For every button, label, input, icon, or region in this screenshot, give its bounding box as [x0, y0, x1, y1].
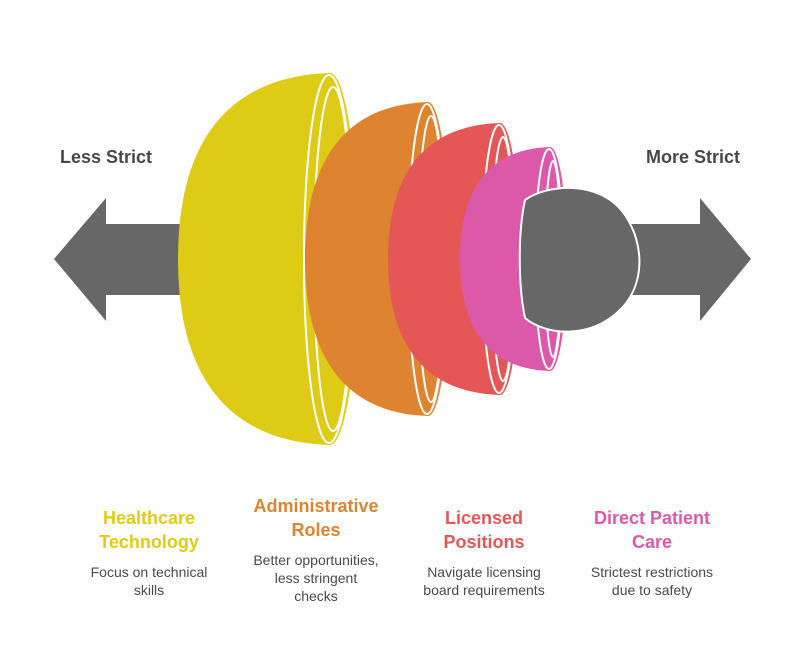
stage-description-line: board requirements: [423, 582, 545, 598]
stage-title: Healthcare Technology: [64, 506, 234, 554]
stage-description: Focus on technical skills: [64, 563, 234, 599]
stage-title-line: Technology: [99, 532, 199, 552]
stage-title: Administrative Roles: [231, 494, 401, 542]
core-sphere: [518, 187, 641, 333]
stage-description-line: checks: [294, 588, 338, 604]
stage-title-line: Direct Patient: [593, 508, 711, 528]
stage-direct-patient-care: Direct Patient Care Strictest restrictio…: [567, 506, 737, 599]
stage-description-line: Better opportunities,: [253, 552, 379, 568]
stage-description: Strictest restrictions due to safety: [567, 563, 737, 599]
stage-title-line: Administrative: [253, 496, 379, 516]
stage-description: Navigate licensing board requirements: [399, 563, 569, 599]
right-arrow-icon: [620, 198, 751, 321]
more-strict-label: More Strict: [646, 147, 741, 167]
stage-description-line: Focus on technical: [90, 564, 208, 580]
stage-title-line: Roles: [291, 520, 341, 540]
stage-title-line: Healthcare: [102, 508, 196, 528]
stage-description-line: less stringent: [274, 570, 358, 586]
stage-title: Direct Patient Care: [567, 506, 737, 554]
stage-title-line: Licensed: [444, 508, 524, 528]
stage-description-line: due to safety: [611, 582, 693, 598]
left-arrow-icon: [54, 198, 182, 321]
core-sphere-shape: [518, 187, 641, 333]
stage-title-line: Care: [631, 532, 673, 552]
cup-body: [388, 123, 500, 395]
stage-description-line: skills: [133, 582, 165, 598]
stage-licensed-positions: Licensed Positions Navigate licensing bo…: [399, 506, 569, 599]
stage-healthcare-technology: Healthcare Technology Focus on technical…: [64, 506, 234, 599]
stage-administrative-roles: Administrative Roles Better opportunitie…: [231, 494, 401, 605]
cup-body: [178, 73, 330, 445]
stage-description-line: Strictest restrictions: [590, 564, 714, 580]
stage-description: Better opportunities, less stringent che…: [231, 551, 401, 605]
less-strict-label: Less Strict: [60, 147, 153, 167]
stage-title: Licensed Positions: [399, 506, 569, 554]
stage-title-line: Positions: [443, 532, 525, 552]
stage-description-line: Navigate licensing: [427, 564, 541, 580]
cup-body: [305, 102, 428, 416]
